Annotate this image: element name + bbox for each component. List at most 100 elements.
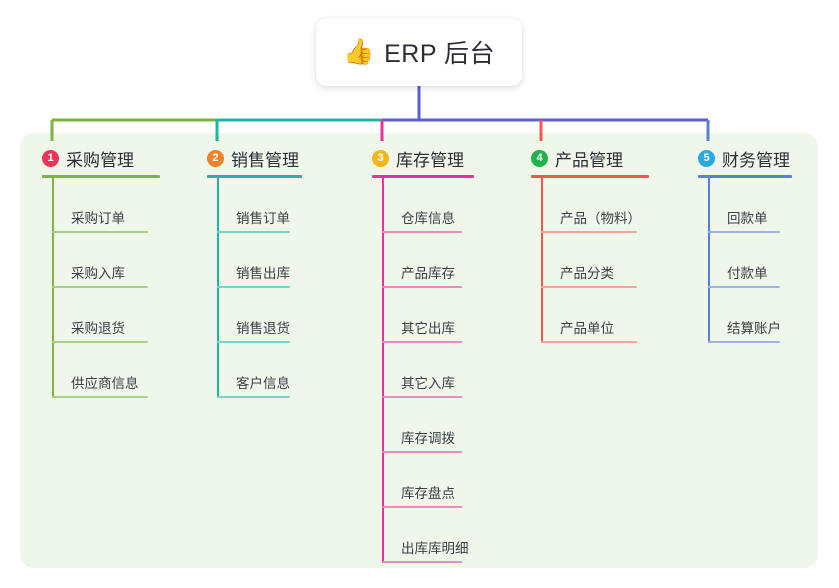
leaf-node[interactable]: 产品分类 (531, 233, 679, 288)
leaf-list: 销售订单销售出库销售退货客户信息 (207, 178, 355, 398)
leaf-underline (382, 231, 462, 233)
category-spine (541, 178, 543, 343)
category-number-badge: 4 (531, 149, 548, 167)
leaf-node-label: 出库库明细 (401, 541, 469, 556)
category-underline (372, 175, 474, 178)
leaf-node[interactable]: 付款单 (698, 233, 828, 288)
leaf-node[interactable]: 库存调拨 (372, 398, 520, 453)
leaf-underline (708, 231, 780, 233)
category-header[interactable]: 4 产品管理 (531, 146, 679, 170)
leaf-list: 采购订单采购入库采购退货供应商信息 (42, 178, 190, 398)
leaf-underline (382, 506, 462, 508)
category-header[interactable]: 3 库存管理 (372, 146, 520, 170)
diagram-panel (20, 133, 818, 568)
leaf-node[interactable]: 销售出库 (207, 233, 355, 288)
leaf-node-label: 采购订单 (71, 211, 125, 226)
leaf-node-label: 仓库信息 (401, 211, 455, 226)
leaf-list: 仓库信息产品库存其它出库其它入库库存调拨库存盘点出库库明细 (372, 178, 520, 563)
leaf-underline (382, 396, 462, 398)
leaf-node[interactable]: 供应商信息 (42, 343, 190, 398)
root-node-title: ERP 后台 (384, 40, 496, 68)
leaf-node[interactable]: 出库库明细 (372, 508, 520, 563)
category-number-badge: 3 (372, 149, 389, 167)
leaf-node-label: 回款单 (727, 211, 768, 226)
leaf-node-label: 产品单位 (560, 321, 614, 336)
leaf-node-label: 销售订单 (236, 211, 290, 226)
leaf-node-label: 采购入库 (71, 266, 125, 281)
category-column: 5 财务管理回款单付款单结算账户 (698, 146, 828, 343)
leaf-node[interactable]: 其它出库 (372, 288, 520, 343)
category-title: 销售管理 (231, 150, 299, 170)
category-column: 2 销售管理销售订单销售出库销售退货客户信息 (207, 146, 355, 398)
leaf-underline (382, 561, 462, 563)
category-header[interactable]: 2 销售管理 (207, 146, 355, 170)
category-underline (698, 175, 792, 178)
leaf-node-label: 付款单 (727, 266, 768, 281)
leaf-node[interactable]: 采购退货 (42, 288, 190, 343)
leaf-node[interactable]: 产品库存 (372, 233, 520, 288)
category-column: 4 产品管理产品（物料） 产品分类产品单位 (531, 146, 679, 343)
leaf-node-label: 销售出库 (236, 266, 290, 281)
leaf-underline (541, 341, 637, 343)
leaf-underline (382, 341, 462, 343)
category-title: 库存管理 (396, 150, 464, 170)
leaf-node[interactable]: 库存盘点 (372, 453, 520, 508)
leaf-underline (52, 396, 148, 398)
leaf-node-label: 销售退货 (236, 321, 290, 336)
leaf-node[interactable]: 产品单位 (531, 288, 679, 343)
leaf-node[interactable]: 产品（物料） (531, 178, 679, 233)
leaf-underline (217, 231, 290, 233)
leaf-underline (52, 286, 148, 288)
leaf-node-label: 采购退货 (71, 321, 125, 336)
leaf-list: 回款单付款单结算账户 (698, 178, 828, 343)
leaf-node-label: 结算账户 (727, 321, 781, 336)
leaf-node-label: 产品（物料） (560, 211, 641, 226)
category-spine (382, 178, 384, 563)
leaf-node[interactable]: 销售订单 (207, 178, 355, 233)
thumbs-up-icon: 👍 (342, 37, 375, 66)
leaf-node-label: 产品库存 (401, 266, 455, 281)
leaf-node-label: 其它入库 (401, 376, 455, 391)
leaf-node-label: 库存盘点 (401, 486, 455, 501)
leaf-underline (708, 341, 780, 343)
root-node[interactable]: 👍 ERP 后台 (316, 18, 522, 86)
category-number-badge: 2 (207, 149, 224, 167)
leaf-underline (217, 341, 290, 343)
leaf-node[interactable]: 仓库信息 (372, 178, 520, 233)
category-title: 产品管理 (555, 150, 623, 170)
category-underline (42, 175, 160, 178)
category-underline (207, 175, 302, 178)
leaf-node-label: 其它出库 (401, 321, 455, 336)
leaf-underline (541, 286, 637, 288)
leaf-underline (217, 396, 290, 398)
category-number-badge: 5 (698, 149, 715, 167)
leaf-underline (52, 231, 148, 233)
category-title: 采购管理 (66, 150, 134, 170)
leaf-node-label: 产品分类 (560, 266, 614, 281)
category-spine (217, 178, 219, 398)
category-title: 财务管理 (722, 150, 790, 170)
leaf-underline (217, 286, 290, 288)
category-column: 3 库存管理仓库信息产品库存其它出库其它入库库存调拨库存盘点出库库明细 (372, 146, 520, 563)
leaf-underline (541, 231, 637, 233)
leaf-node[interactable]: 客户信息 (207, 343, 355, 398)
leaf-node[interactable]: 销售退货 (207, 288, 355, 343)
leaf-node[interactable]: 回款单 (698, 178, 828, 233)
leaf-node[interactable]: 采购订单 (42, 178, 190, 233)
leaf-node[interactable]: 结算账户 (698, 288, 828, 343)
leaf-node[interactable]: 采购入库 (42, 233, 190, 288)
leaf-underline (382, 451, 462, 453)
leaf-list: 产品（物料） 产品分类产品单位 (531, 178, 679, 343)
leaf-underline (382, 286, 462, 288)
category-spine (708, 178, 710, 343)
category-spine (52, 178, 54, 398)
leaf-underline (52, 341, 148, 343)
category-header[interactable]: 5 财务管理 (698, 146, 828, 170)
leaf-node-label: 客户信息 (236, 376, 290, 391)
leaf-underline (708, 286, 780, 288)
category-underline (531, 175, 649, 178)
leaf-node-label: 供应商信息 (71, 376, 139, 391)
leaf-node[interactable]: 其它入库 (372, 343, 520, 398)
